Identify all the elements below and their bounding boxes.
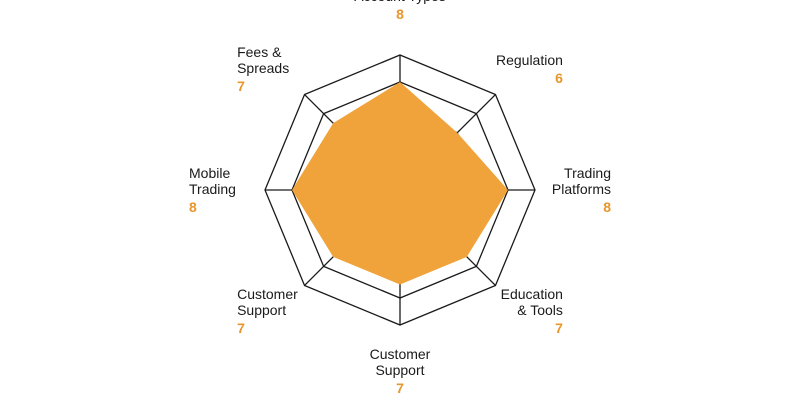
axis-label-5-line-0: Customer	[237, 286, 298, 302]
axis-value-4: 7	[396, 380, 404, 396]
axis-value-6: 8	[189, 199, 197, 215]
axis-value-0: 8	[396, 6, 404, 22]
axis-label-4-line-1: Support	[375, 362, 424, 378]
axis-label-6-line-1: Trading	[189, 181, 236, 197]
axis-value-3: 7	[555, 320, 563, 336]
axis-value-5: 7	[237, 320, 245, 336]
axis-label-4-line-0: Customer	[370, 346, 431, 362]
axis-label-3-line-0: Education	[501, 286, 563, 302]
radar-data	[292, 82, 508, 285]
axis-label-group-1: Regulation 6	[496, 52, 563, 86]
data-area	[292, 82, 508, 285]
axis-value-1: 6	[555, 70, 563, 86]
axis-value-7: 7	[237, 78, 245, 94]
axis-label-group-3: Education& Tools 7	[501, 286, 563, 336]
axis-label-0-line-0: Account Types	[354, 0, 446, 4]
axis-label-5-line-1: Support	[237, 302, 286, 318]
axis-label-2-line-0: Trading	[564, 165, 611, 181]
axis-label-group-0: Account Types 8	[354, 0, 446, 22]
axis-label-6-line-0: Mobile	[189, 165, 230, 181]
axis-label-1-line-0: Regulation	[496, 52, 563, 68]
axis-label-2-line-1: Platforms	[552, 181, 611, 197]
axis-label-3-line-1: & Tools	[517, 302, 563, 318]
axis-value-2: 8	[603, 199, 611, 215]
radar-labels: Account Types8Regulation6TradingPlatform…	[189, 0, 611, 396]
axis-label-7-line-1: Spreads	[237, 60, 289, 76]
axis-label-group-7: Fees &Spreads 7	[237, 44, 289, 94]
axis-label-7-line-0: Fees &	[237, 44, 282, 60]
